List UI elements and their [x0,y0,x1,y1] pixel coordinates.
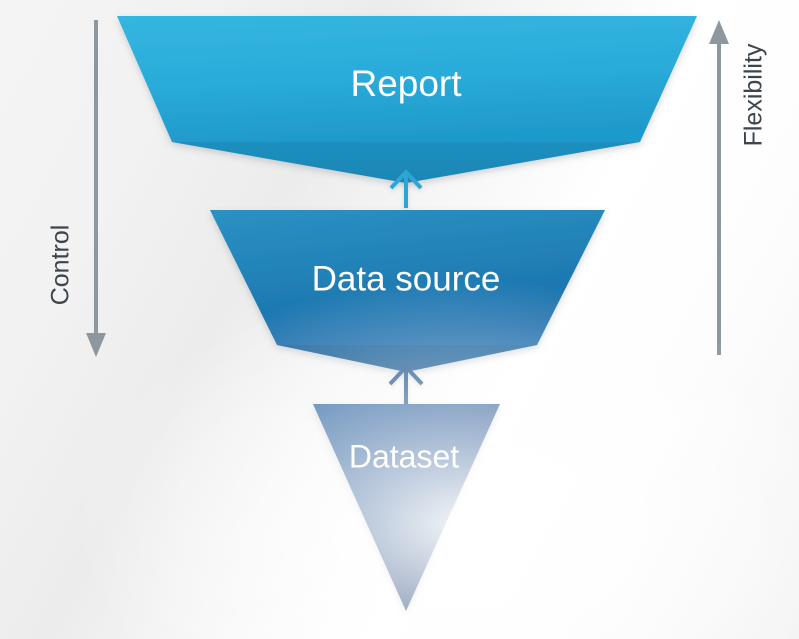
dataset-to-source-arrow-head [388,364,424,386]
report-shape-lip [172,142,640,183]
report-label: Report [350,63,462,104]
stage-report[interactable]: Report [117,16,697,183]
dataset-shape [313,404,500,611]
stage-dataset[interactable]: Dataset [313,404,500,611]
data-source-shape-lip [277,345,537,372]
data-source-label: Data source [312,259,501,298]
flexibility-axis-arrowhead-up [709,20,729,44]
control-axis-label: Control [47,225,75,306]
dataset-label: Dataset [349,438,459,474]
flexibility-axis-label: Flexibility [740,43,768,146]
data-source-shape [210,210,605,345]
report-shape [117,16,697,142]
flexibility-axis: Flexibility [709,20,768,355]
source-to-report-arrow-head [389,169,423,190]
connector-source-to-report [389,169,423,208]
control-axis: Control [47,20,106,357]
stage-data-source[interactable]: Data source [210,210,605,372]
control-axis-arrowhead-down [86,333,106,357]
connector-dataset-to-source [388,364,424,408]
